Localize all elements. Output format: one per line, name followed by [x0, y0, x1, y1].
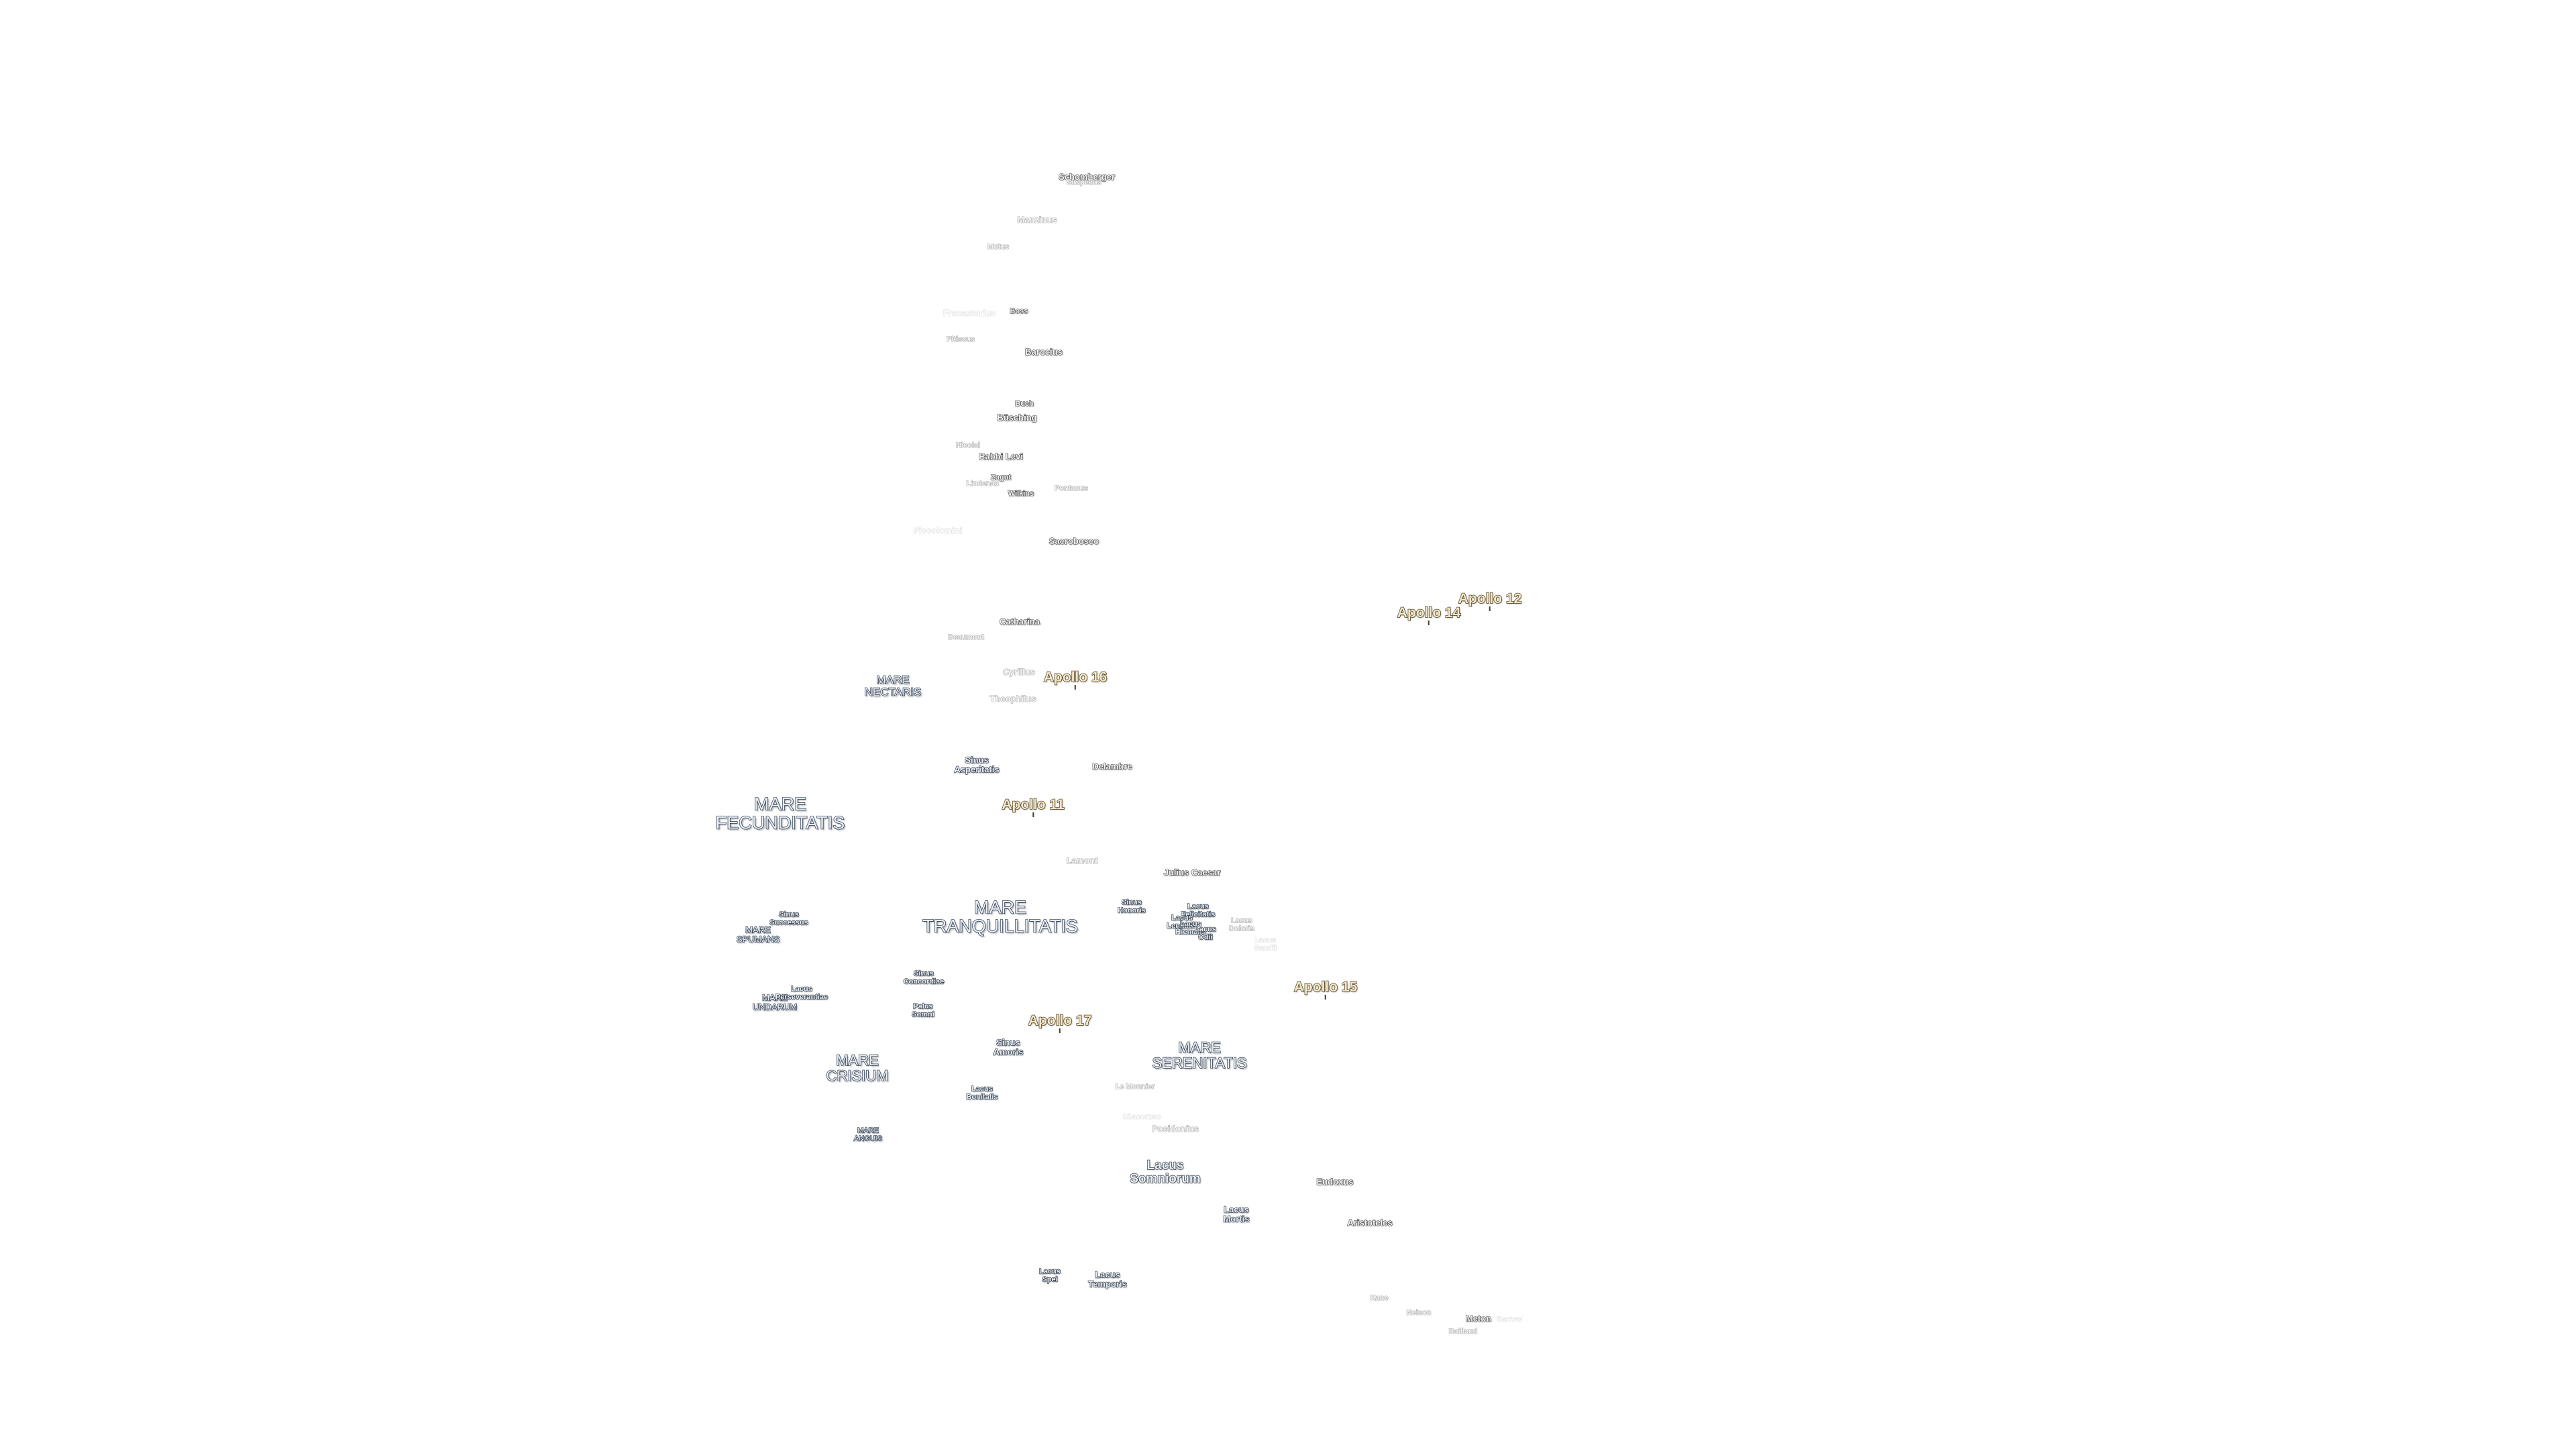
crater-barrow-label[interactable]: Barrow	[1497, 1316, 1523, 1324]
apollo-12-marker[interactable]: Apollo 12	[1458, 590, 1522, 612]
lacus-doloris-label[interactable]: Lacus Doloris	[1228, 916, 1254, 932]
lacus-spei-label[interactable]: Lacus Spei	[1038, 1267, 1061, 1284]
apollo-12-label: Apollo 12	[1458, 590, 1522, 607]
crater-neison-label[interactable]: Neison	[1406, 1309, 1432, 1318]
lacus-lenitatis-label[interactable]: Lacus Lenitatis	[1167, 914, 1198, 930]
crater-beaumont-label[interactable]: Beaumont	[948, 633, 985, 642]
crater-posidonius-label[interactable]: Posidonius	[1151, 1124, 1199, 1134]
crater-meton-label[interactable]: Meton	[1465, 1313, 1492, 1324]
mare-serenitatis-label[interactable]: MARE SERENITATIS	[1152, 1038, 1248, 1071]
crater-rabbi-levi-label[interactable]: Rabbi Levi	[978, 451, 1023, 462]
crater-catharina-label[interactable]: Catharina	[999, 616, 1040, 627]
lacus-gaudii-label[interactable]: Lacus Gaudii	[1253, 936, 1277, 952]
mare-spumans-label[interactable]: MARE SPUMANS	[736, 924, 780, 944]
mare-undarum-label[interactable]: MARE UNDARUM	[752, 992, 798, 1012]
lacus-temporis-label[interactable]: Lacus Temporis	[1088, 1269, 1128, 1289]
sinus-honoris-label[interactable]: Sinus Honoris	[1118, 898, 1146, 915]
crater-simpelius-label[interactable]: Simpelius	[1066, 178, 1102, 187]
crater-theophilus-label[interactable]: Theophilus	[989, 694, 1036, 704]
apollo-14-label: Apollo 14	[1397, 604, 1461, 621]
apollo-17-marker[interactable]: Apollo 17	[1028, 1012, 1092, 1034]
crater-lindenau-label[interactable]: Lindenau	[966, 480, 1000, 488]
sinus-successus-label[interactable]: Sinus Successus	[769, 910, 809, 927]
apollo-11-marker[interactable]: Apollo 11	[1002, 796, 1065, 818]
crater-nicolai-label[interactable]: Nicolai	[955, 441, 981, 450]
crater-busching-label[interactable]: Büsching	[997, 413, 1038, 423]
crater-chacornac-label[interactable]: Chacornac	[1122, 1113, 1161, 1122]
sinus-amoris-label[interactable]: Sinus Amoris	[993, 1037, 1024, 1057]
apollo-15-marker[interactable]: Apollo 15	[1293, 979, 1358, 1000]
apollo-12-pin	[1489, 606, 1491, 612]
sinus-concordiae-label[interactable]: Sinus Concordiae	[903, 969, 945, 986]
crater-barocius-label[interactable]: Barocius	[1025, 347, 1063, 358]
crater-zagut-label[interactable]: Zagut	[990, 474, 1011, 482]
crater-schomberger-label[interactable]: Schomberger	[1058, 172, 1115, 182]
mare-anguis-label[interactable]: MARE ANGUIS	[853, 1126, 883, 1143]
crater-le-monnier-label[interactable]: Le Monnier	[1115, 1083, 1155, 1091]
crater-boss-label[interactable]: Boss	[1010, 307, 1028, 316]
crater-aristoteles-label[interactable]: Aristoteles	[1347, 1218, 1393, 1228]
mare-fecunditatis-label[interactable]: MARE FECUNDITATIS	[715, 794, 845, 833]
crater-lamont-label[interactable]: Lamont	[1066, 855, 1098, 866]
mare-nectaris-label[interactable]: MARE NECTARIS	[864, 674, 922, 698]
crater-halley-label[interactable]: Fracastorius	[943, 308, 996, 319]
crater-julius-caesar-label[interactable]: Julius Caesar	[1163, 867, 1221, 878]
crater-buch-label[interactable]: Buch	[1015, 400, 1034, 409]
apollo-14-marker[interactable]: Apollo 14	[1397, 604, 1461, 626]
apollo-17-pin	[1059, 1028, 1061, 1034]
crater-mutus-label[interactable]: Mutus	[987, 243, 1010, 252]
apollo-11-label: Apollo 11	[1002, 796, 1065, 813]
crater-cyrillus-label[interactable]: Cyrillus	[1003, 667, 1036, 678]
mare-crisium-label[interactable]: MARE CRISIUM	[826, 1051, 889, 1084]
crater-delambre-label[interactable]: Delambre	[1092, 761, 1133, 772]
apollo-15-label: Apollo 15	[1293, 979, 1358, 996]
lacus-hiemalis-label[interactable]: Lacus Hiemalis	[1175, 920, 1207, 936]
apollo-14-pin	[1428, 621, 1430, 626]
crater-pontanus-label[interactable]: Pontanus	[1054, 484, 1089, 493]
apollo-16-pin	[1074, 685, 1076, 690]
crater-piccolomini-label[interactable]: Piccolomini	[913, 525, 963, 536]
crater-kane-label[interactable]: Kane	[1370, 1294, 1389, 1303]
apollo-16-label: Apollo 16	[1043, 669, 1108, 686]
crater-pitiscus-label[interactable]: Pitiscus	[946, 335, 975, 344]
lacus-bonitatis-label[interactable]: Lacus Bonitatis	[966, 1085, 998, 1102]
apollo-16-marker[interactable]: Apollo 16	[1043, 669, 1108, 690]
lacus-odii-label[interactable]: Lacus Odii	[1194, 925, 1216, 942]
sinus-asperitatis-label[interactable]: Sinus Asperitatis	[954, 755, 1000, 774]
crater-eudoxus-label[interactable]: Eudoxus	[1316, 1177, 1354, 1187]
apollo-17-label: Apollo 17	[1028, 1012, 1092, 1029]
lacus-perseverantiae-label[interactable]: Lacus Perseverantiae	[775, 985, 828, 1002]
apollo-15-pin	[1324, 995, 1326, 1000]
crater-wilkins-label[interactable]: Wilkins	[1008, 490, 1034, 498]
lacus-felicitatis-label[interactable]: Lacus Felicitatis	[1181, 902, 1216, 919]
palus-somni-label[interactable]: Palus Somni	[911, 1002, 934, 1019]
crater-manzinus-label[interactable]: Manzinus	[1017, 215, 1057, 225]
crater-sacrobosco-label[interactable]: Sacrobosco	[1049, 536, 1099, 547]
lacus-somniorum-label[interactable]: Lacus Somniorum	[1130, 1159, 1201, 1186]
lacus-mortis-label[interactable]: Lacus Mortis	[1223, 1204, 1250, 1224]
mare-tranquillitatis-label[interactable]: MARE TRANQUILLITATIS	[922, 897, 1078, 936]
apollo-11-pin	[1032, 812, 1034, 818]
crater-baillaud-label[interactable]: Baillaud	[1448, 1328, 1478, 1336]
